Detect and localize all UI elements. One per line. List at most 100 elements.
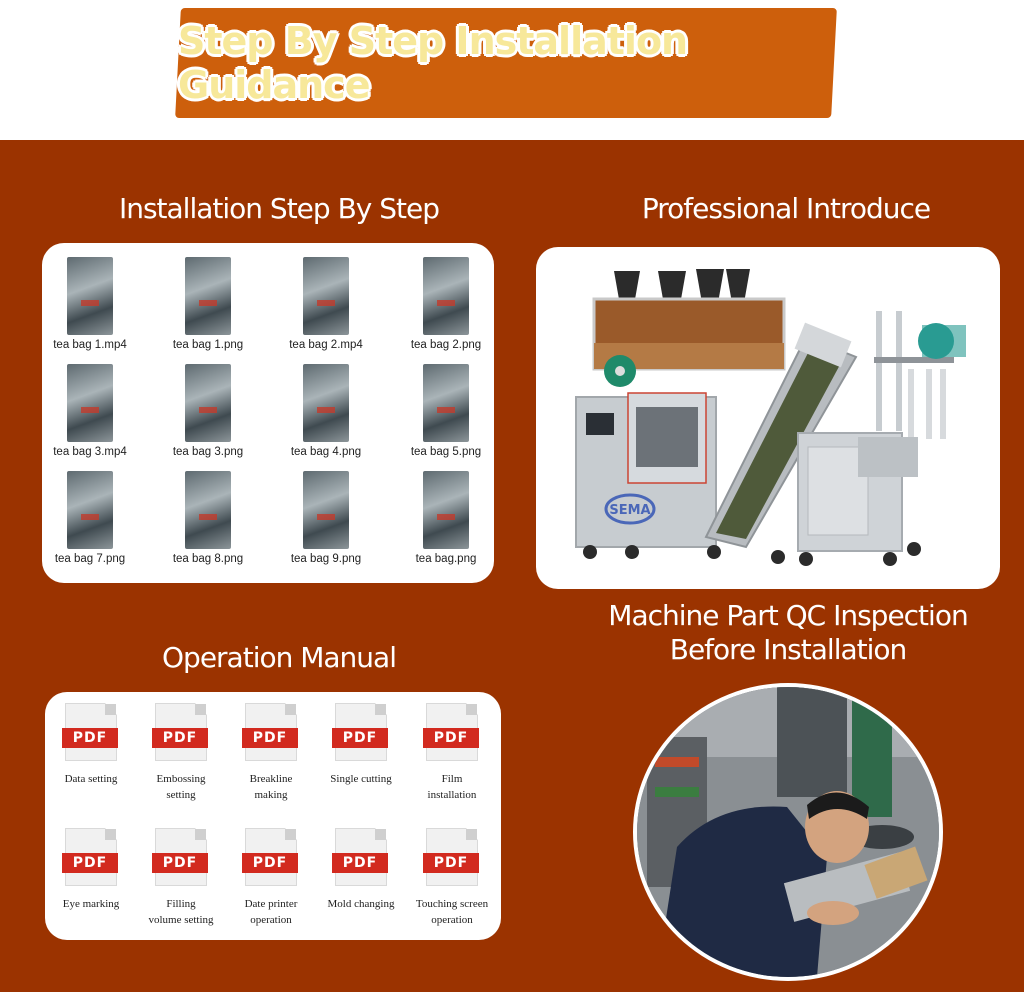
pdf-label-line: setting: [166, 789, 196, 801]
file-name: tea bag 8.png: [172, 553, 244, 565]
qc-inspection-photo: [633, 683, 943, 981]
file-thumbnail[interactable]: tea bag 4.png: [271, 364, 381, 458]
pdf-badge: PDF: [332, 853, 388, 873]
pdf-label-line: Filling: [166, 898, 196, 910]
file-thumbnail[interactable]: tea bag.png: [391, 471, 501, 565]
pdf-label-line: Data setting: [64, 773, 118, 785]
file-thumbnail[interactable]: tea bag 2.mp4: [271, 257, 381, 351]
pdf-label-line: Touching screen: [415, 898, 489, 910]
pdf-label: Single cutting: [319, 771, 403, 787]
machine-image: SEMA: [575, 269, 966, 566]
pdf-icon: PDF: [423, 703, 479, 761]
pdf-label-line: installation: [427, 789, 477, 801]
file-preview-image: [185, 257, 231, 335]
sema-logo-text: SEMA: [609, 503, 650, 518]
pdf-label-line: Single cutting: [330, 773, 392, 785]
file-name: tea bag 9.png: [290, 553, 362, 565]
pdf-icon: PDF: [62, 828, 118, 886]
file-name: tea bag 3.png: [172, 446, 244, 458]
file-name: tea bag 3.mp4: [53, 446, 127, 458]
pdf-badge: PDF: [423, 728, 479, 748]
file-thumbnail[interactable]: tea bag 3.mp4: [35, 364, 145, 458]
pdf-label-line: Embossing: [156, 773, 206, 785]
file-name: tea bag 4.png: [290, 446, 362, 458]
file-name: tea bag.png: [415, 553, 477, 565]
pdf-badge: PDF: [423, 853, 479, 873]
pdf-label: Filling volume setting: [139, 896, 223, 928]
file-preview-image: [303, 364, 349, 442]
pdf-label-line: operation: [250, 914, 292, 926]
file-thumbnail[interactable]: tea bag 7.png: [35, 471, 145, 565]
install-title: Installation Step By Step: [118, 192, 440, 225]
pdf-label: Date printer operation: [229, 896, 313, 928]
manual-title: Operation Manual: [162, 641, 397, 674]
pdf-icon: PDF: [332, 828, 388, 886]
pdf-label-line: operation: [431, 914, 473, 926]
pdf-document[interactable]: PDF Film installation: [410, 703, 494, 803]
pdf-icon: PDF: [152, 703, 208, 761]
install-file-grid: tea bag 1.mp4 tea bag 1.png tea bag 2.mp4 t…: [42, 243, 494, 583]
pdf-document[interactable]: PDF Date printer operation: [229, 828, 313, 928]
page-title: Step By Step Installation Guidance: [178, 19, 688, 107]
pdf-document[interactable]: PDF Mold changing: [319, 828, 403, 912]
file-name: tea bag 1.mp4: [53, 339, 127, 351]
qc-title-line2: Before Installation: [669, 633, 908, 666]
pdf-document[interactable]: PDF Touching screen operation: [410, 828, 494, 928]
qc-title-line1: Machine Part QC Inspection: [608, 599, 968, 632]
pdf-label-line: Film: [441, 773, 463, 785]
pdf-label: Mold changing: [319, 896, 403, 912]
pdf-icon: PDF: [332, 703, 388, 761]
pdf-icon: PDF: [152, 828, 208, 886]
pdf-document[interactable]: PDF Embossing setting: [139, 703, 223, 803]
file-preview-image: [67, 364, 113, 442]
file-thumbnail[interactable]: tea bag 3.png: [153, 364, 263, 458]
file-preview-image: [303, 471, 349, 549]
pdf-label-line: volume setting: [148, 914, 214, 926]
pdf-document[interactable]: PDF Breakline making: [229, 703, 313, 803]
pdf-icon: PDF: [242, 828, 298, 886]
pdf-icon: PDF: [423, 828, 479, 886]
file-name: tea bag 2.mp4: [289, 339, 363, 351]
pdf-label: Embossing setting: [139, 771, 223, 803]
pdf-document[interactable]: PDF Single cutting: [319, 703, 403, 787]
file-preview-image: [423, 471, 469, 549]
pdf-badge: PDF: [152, 728, 208, 748]
pdf-icon: PDF: [242, 703, 298, 761]
pdf-document[interactable]: PDF Eye marking: [49, 828, 133, 912]
file-thumbnail[interactable]: tea bag 2.png: [391, 257, 501, 351]
file-name: tea bag 5.png: [410, 446, 482, 458]
pdf-badge: PDF: [242, 853, 298, 873]
pdf-icon: PDF: [62, 703, 118, 761]
pdf-label-line: Mold changing: [327, 898, 395, 910]
pdf-label-line: making: [254, 789, 288, 801]
worker-image: [637, 687, 939, 977]
pdf-label: Touching screen operation: [410, 896, 494, 928]
pdf-document[interactable]: PDF Data setting: [49, 703, 133, 787]
file-preview-image: [303, 257, 349, 335]
pdf-label: Breakline making: [229, 771, 313, 803]
file-thumbnail[interactable]: tea bag 8.png: [153, 471, 263, 565]
pdf-document[interactable]: PDF Filling volume setting: [139, 828, 223, 928]
file-name: tea bag 2.png: [410, 339, 482, 351]
pdf-badge: PDF: [152, 853, 208, 873]
file-thumbnail[interactable]: tea bag 5.png: [391, 364, 501, 458]
file-preview-image: [67, 257, 113, 335]
file-name: tea bag 7.png: [54, 553, 126, 565]
file-thumbnail[interactable]: tea bag 1.png: [153, 257, 263, 351]
file-thumbnail[interactable]: tea bag 9.png: [271, 471, 381, 565]
pdf-badge: PDF: [242, 728, 298, 748]
file-thumbnail[interactable]: tea bag 1.mp4: [35, 257, 145, 351]
install-panel: [42, 243, 494, 583]
pdf-label-line: Date printer: [244, 898, 298, 910]
professional-title: Professional Introduce: [641, 192, 931, 225]
pdf-label-line: Eye marking: [62, 898, 120, 910]
pdf-label-line: Breakline: [249, 773, 293, 785]
machine-panel: SEMA: [536, 247, 1000, 589]
file-preview-image: [185, 364, 231, 442]
pdf-label: Film installation: [410, 771, 494, 803]
pdf-badge: PDF: [62, 853, 118, 873]
file-preview-image: [423, 364, 469, 442]
file-name: tea bag 1.png: [172, 339, 244, 351]
pdf-badge: PDF: [62, 728, 118, 748]
pdf-label: Eye marking: [49, 896, 133, 912]
